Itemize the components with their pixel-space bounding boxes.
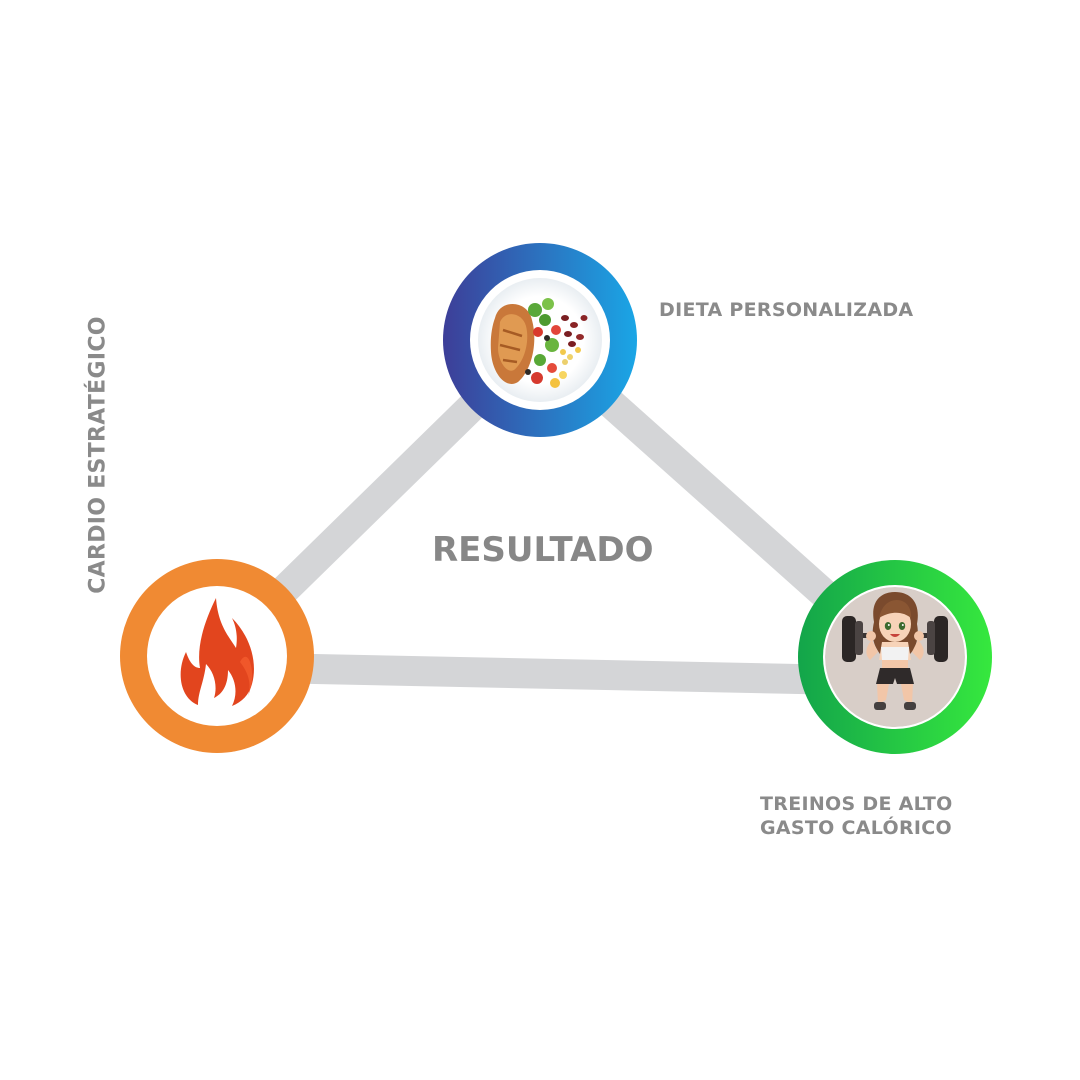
connector-cardio-training bbox=[216, 652, 896, 696]
flame-icon bbox=[180, 598, 254, 706]
training-label-line-1: TREINOS DE ALTO bbox=[760, 793, 953, 815]
weightlifting-woman-icon bbox=[825, 587, 965, 727]
diet-node bbox=[443, 243, 637, 437]
training-label: TREINOS DE ALTO GASTO CALÓRICO bbox=[760, 792, 953, 840]
training-node bbox=[798, 560, 992, 754]
cardio-label: CARDIO ESTRATÉGICO bbox=[85, 316, 111, 594]
training-label-line-2: GASTO CALÓRICO bbox=[760, 817, 952, 839]
meal-plate-icon bbox=[478, 278, 602, 402]
diet-label: DIETA PERSONALIZADA bbox=[659, 299, 914, 321]
center-result-label: RESULTADO bbox=[432, 530, 654, 570]
cardio-node bbox=[120, 559, 314, 753]
